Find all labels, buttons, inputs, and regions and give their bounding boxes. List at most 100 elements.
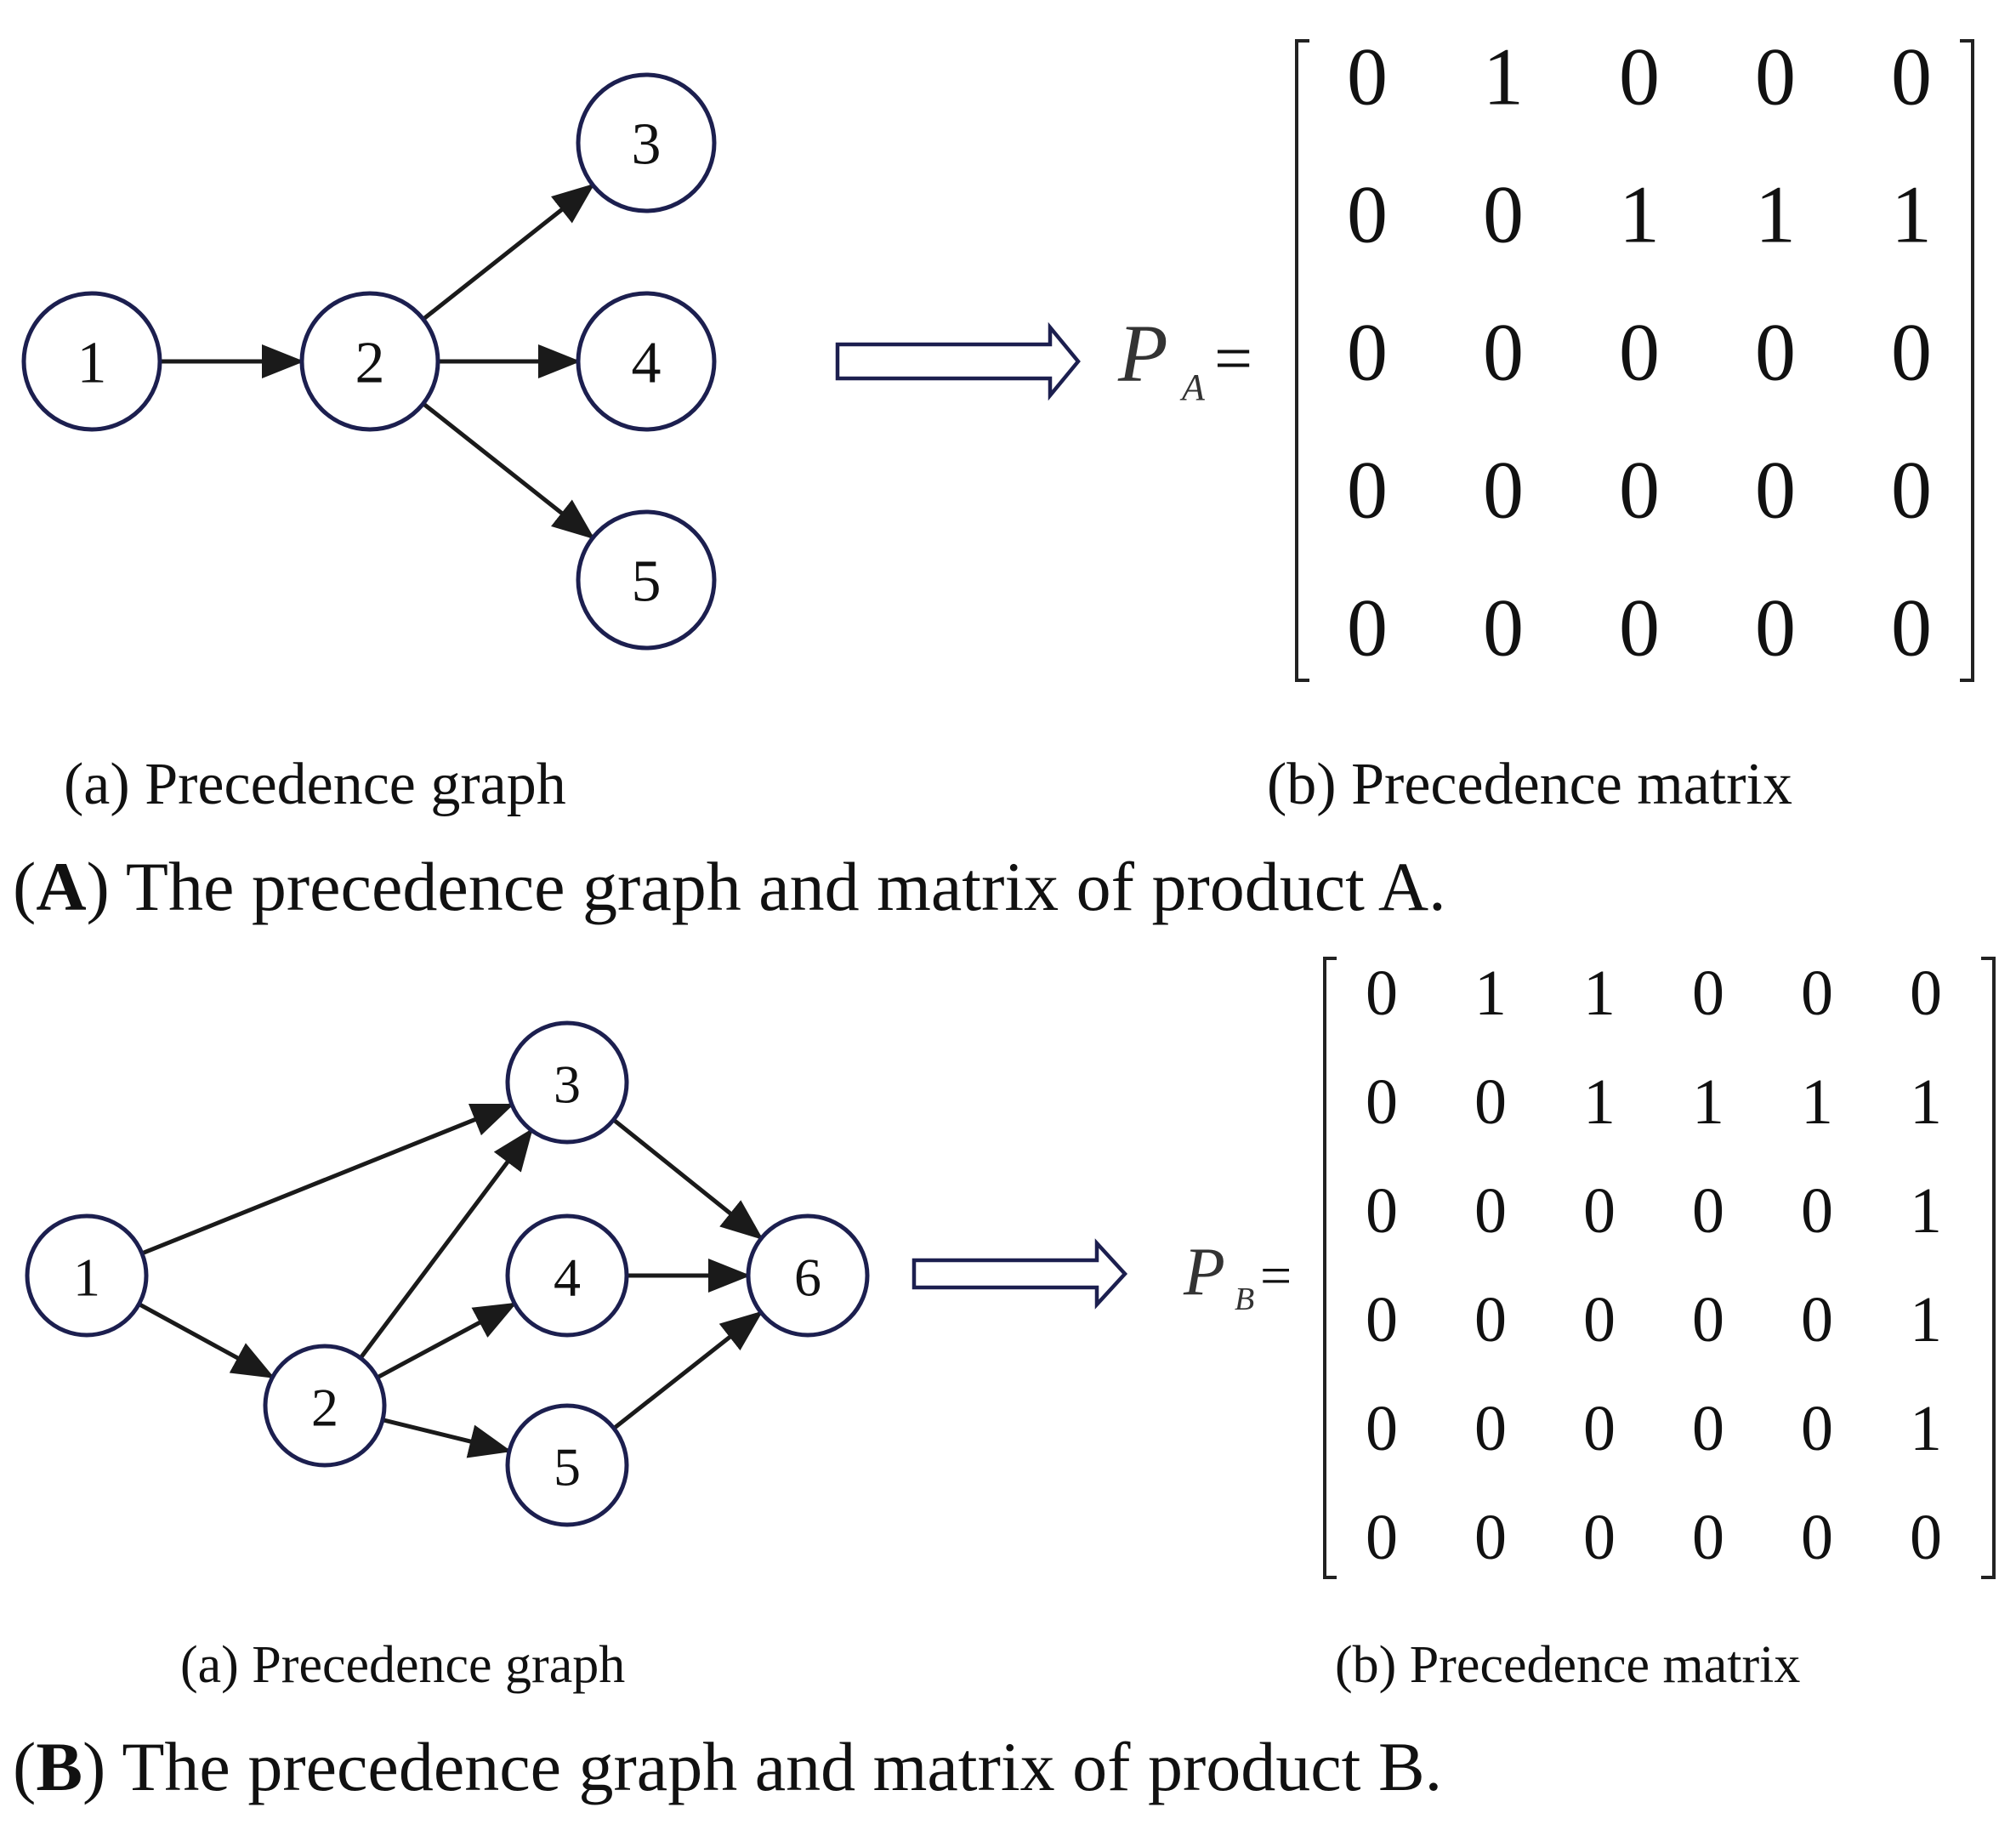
matrix-b-cell-r2-c4: 1	[1692, 1066, 1724, 1138]
graph-b-edge-5-to-6	[612, 1310, 764, 1430]
subcaption-matrix-b: (b) Precedence matrix	[1335, 1636, 1800, 1694]
matrix-a-cell-r5-c3: 0	[1619, 583, 1660, 673]
matrix-a-cell-r5-c4: 0	[1755, 583, 1796, 673]
matrix-b-cell-r5-c2: 0	[1474, 1393, 1507, 1464]
graph-a-node-label-3: 3	[632, 112, 662, 178]
matrix-b-cell-r2-c5: 1	[1801, 1066, 1833, 1138]
equals-sign-a: =	[1214, 321, 1252, 396]
matrix-a-cell-r1-c1: 0	[1347, 31, 1388, 122]
matrix-a-cell-r4-c2: 0	[1483, 445, 1524, 536]
matrix-b-cell-r6-c3: 0	[1583, 1502, 1616, 1573]
matrix-b-cell-r4-c4: 0	[1692, 1284, 1724, 1355]
graph-a-node-4	[576, 291, 717, 432]
matrix-a-cell-r3-c1: 0	[1347, 307, 1388, 398]
matrix-a-cell-r5-c2: 0	[1483, 583, 1524, 673]
matrix-b-cell-r3-c6: 1	[1910, 1175, 1942, 1247]
matrix-b-cell-r3-c3: 0	[1583, 1175, 1616, 1247]
matrix-b-cell-r4-c6: 1	[1910, 1284, 1942, 1355]
matrix-b-cell-r1-c3: 1	[1583, 958, 1616, 1029]
matrix-a-cell-r3-c3: 0	[1619, 307, 1660, 398]
subcaption-graph-a: (a) Precedence graph	[64, 752, 566, 817]
matrix-b-cell-r4-c2: 0	[1474, 1284, 1507, 1355]
matrix-subscript-b: B	[1235, 1282, 1254, 1317]
matrix-a-cell-r1-c2: 1	[1483, 31, 1524, 122]
matrix-a-cell-r2-c2: 0	[1483, 169, 1524, 260]
matrix-a-cell-r2-c3: 1	[1619, 169, 1660, 260]
matrix-a-cell-r2-c5: 1	[1891, 169, 1932, 260]
matrix-a-cell-r5-c5: 0	[1891, 583, 1932, 673]
matrix-b-cell-r2-c6: 1	[1910, 1066, 1942, 1138]
graph-b-edge-2-to-4	[376, 1302, 517, 1380]
matrix-subscript-a: A	[1179, 367, 1206, 408]
matrix-b-cell-r1-c4: 0	[1692, 958, 1724, 1029]
graph-a-node-label-4: 4	[632, 331, 662, 396]
graph-b-node-label-6: 6	[794, 1247, 821, 1308]
matrix-b-cell-r3-c1: 0	[1366, 1175, 1398, 1247]
matrix-b-cell-r6-c2: 0	[1474, 1502, 1507, 1573]
graph-a-node-label-5: 5	[632, 549, 662, 615]
matrix-b-cell-r4-c5: 0	[1801, 1284, 1833, 1355]
matrix-b-cell-r2-c2: 0	[1474, 1066, 1507, 1138]
matrix-a-cell-r4-c3: 0	[1619, 445, 1660, 536]
matrix-b-cell-r1-c1: 0	[1366, 958, 1398, 1029]
matrix-b-cell-r5-c1: 0	[1366, 1393, 1398, 1464]
graph-b-edge-2-to-3	[358, 1128, 533, 1360]
graph-b-edge-1-to-2	[138, 1302, 275, 1378]
matrix-b-cell-r5-c6: 1	[1910, 1393, 1942, 1464]
subcaption-graph-b: (a) Precedence graph	[180, 1636, 625, 1694]
graph-b-edge-3-to-6	[612, 1117, 764, 1241]
matrix-a-cell-r2-c4: 1	[1755, 169, 1796, 260]
graph-a-node-2	[299, 291, 440, 432]
matrix-b-cell-r3-c2: 0	[1474, 1175, 1507, 1247]
graph-a-node-5	[576, 509, 717, 651]
matrix-a-cell-r3-c5: 0	[1891, 307, 1932, 398]
graph-b-node-label-3: 3	[554, 1054, 581, 1115]
figure-caption-b: (B) The precedence graph and matrix of p…	[13, 1728, 1442, 1805]
graph-a-edge-2-to-3	[422, 183, 595, 321]
graph-b-node-6	[746, 1213, 870, 1338]
graph-a-node-1	[21, 291, 162, 432]
graph-a-node-label-1: 1	[77, 331, 107, 396]
matrix-symbol-a: P	[1117, 308, 1168, 399]
matrix-a-cell-r4-c4: 0	[1755, 445, 1796, 536]
figure-caption-a: (A) The precedence graph and matrix of p…	[13, 848, 1446, 925]
matrix-b-cell-r6-c4: 0	[1692, 1502, 1724, 1573]
graph-b-node-2	[263, 1344, 387, 1468]
graph-b-node-1	[25, 1213, 149, 1338]
matrix-symbol-b: P	[1183, 1235, 1225, 1310]
matrix-b-cell-r3-c4: 0	[1692, 1175, 1724, 1247]
matrix-b-cell-r1-c2: 1	[1474, 958, 1507, 1029]
matrix-b-cell-r1-c5: 0	[1801, 958, 1833, 1029]
matrix-b-cell-r5-c3: 0	[1583, 1393, 1616, 1464]
matrix-a-cell-r4-c1: 0	[1347, 445, 1388, 536]
graph-b-node-5	[505, 1403, 629, 1527]
subcaption-matrix-a: (b) Precedence matrix	[1267, 752, 1792, 817]
graph-b-node-label-2: 2	[311, 1378, 338, 1438]
equals-sign-b: =	[1260, 1245, 1292, 1307]
matrix-a-cell-r4-c5: 0	[1891, 445, 1932, 536]
matrix-b-cell-r6-c6: 0	[1910, 1502, 1942, 1573]
graph-b-node-label-5: 5	[554, 1437, 581, 1498]
graph-a-edge-2-to-5	[422, 401, 595, 540]
transform-arrow-a	[835, 321, 1081, 401]
matrix-a-cell-r1-c4: 0	[1755, 31, 1796, 122]
matrix-b-cell-r4-c1: 0	[1366, 1284, 1398, 1355]
matrix-right-bracket-a	[1960, 39, 1974, 682]
graph-b-edge-1-to-3	[141, 1103, 514, 1256]
graph-a-node-3	[576, 72, 717, 213]
graph-a-node-label-2: 2	[355, 331, 385, 396]
graph-b-node-label-1: 1	[73, 1247, 100, 1308]
graph-b-edge-2-to-5	[382, 1418, 512, 1458]
matrix-a-cell-r1-c3: 0	[1619, 31, 1660, 122]
matrix-b-cell-r5-c4: 0	[1692, 1393, 1724, 1464]
matrix-a-cell-r3-c2: 0	[1483, 307, 1524, 398]
matrix-b-cell-r5-c5: 0	[1801, 1393, 1833, 1464]
matrix-right-bracket-b	[1981, 957, 1996, 1579]
precedence-graph-a: 1 2 3 4 5	[21, 72, 717, 651]
